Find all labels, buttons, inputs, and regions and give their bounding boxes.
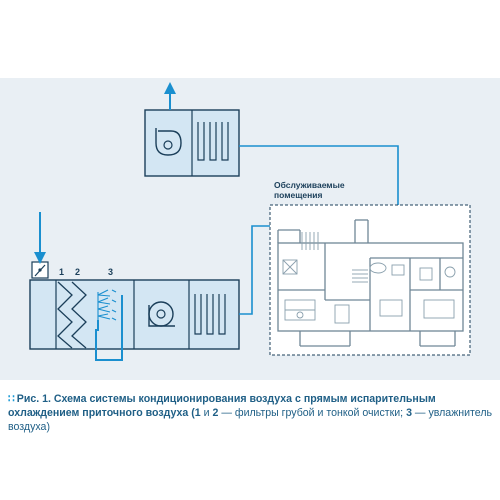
caption-n2: 2 [212, 407, 219, 419]
caption-dash1: — фильтры грубой и тонкой очистки; [218, 407, 407, 419]
return-air-duct [239, 145, 403, 233]
floor-plan [269, 204, 471, 356]
label-coarse-filter: 1 [59, 267, 64, 277]
label-fine-filter: 2 [75, 267, 80, 277]
caption-fig-label: Рис. 1. [16, 393, 51, 405]
damper-icon [31, 261, 49, 279]
serviced-rooms-label-line2: помещения [274, 190, 322, 200]
exhaust-unit [144, 109, 240, 177]
supply-unit [29, 261, 240, 361]
label-humidifier: 3 [108, 267, 113, 277]
exhaust-fan-icon [155, 128, 182, 156]
supply-fan-icon [148, 301, 175, 327]
figure-caption: ∷Рис. 1. Схема системы кондиционирования… [8, 392, 496, 434]
fine-filter-icon [71, 281, 87, 349]
supply-silencer-icon [194, 294, 226, 335]
humidifier-icon [95, 289, 123, 361]
caption-and: и [200, 407, 213, 419]
caption-bullet-icon: ∷ [8, 393, 15, 405]
caption-text: Схема системы кондиционирования воздуха … [8, 393, 436, 419]
caption-dash2: — увлажнитель воздуха) [8, 407, 493, 433]
exhaust-silencer-icon [197, 122, 229, 161]
serviced-rooms-label-line1: Обслуживаемые [274, 180, 345, 190]
caption-n1: 1 [194, 407, 201, 419]
caption-n3: 3 [406, 407, 412, 419]
coarse-filter-icon [57, 281, 73, 349]
